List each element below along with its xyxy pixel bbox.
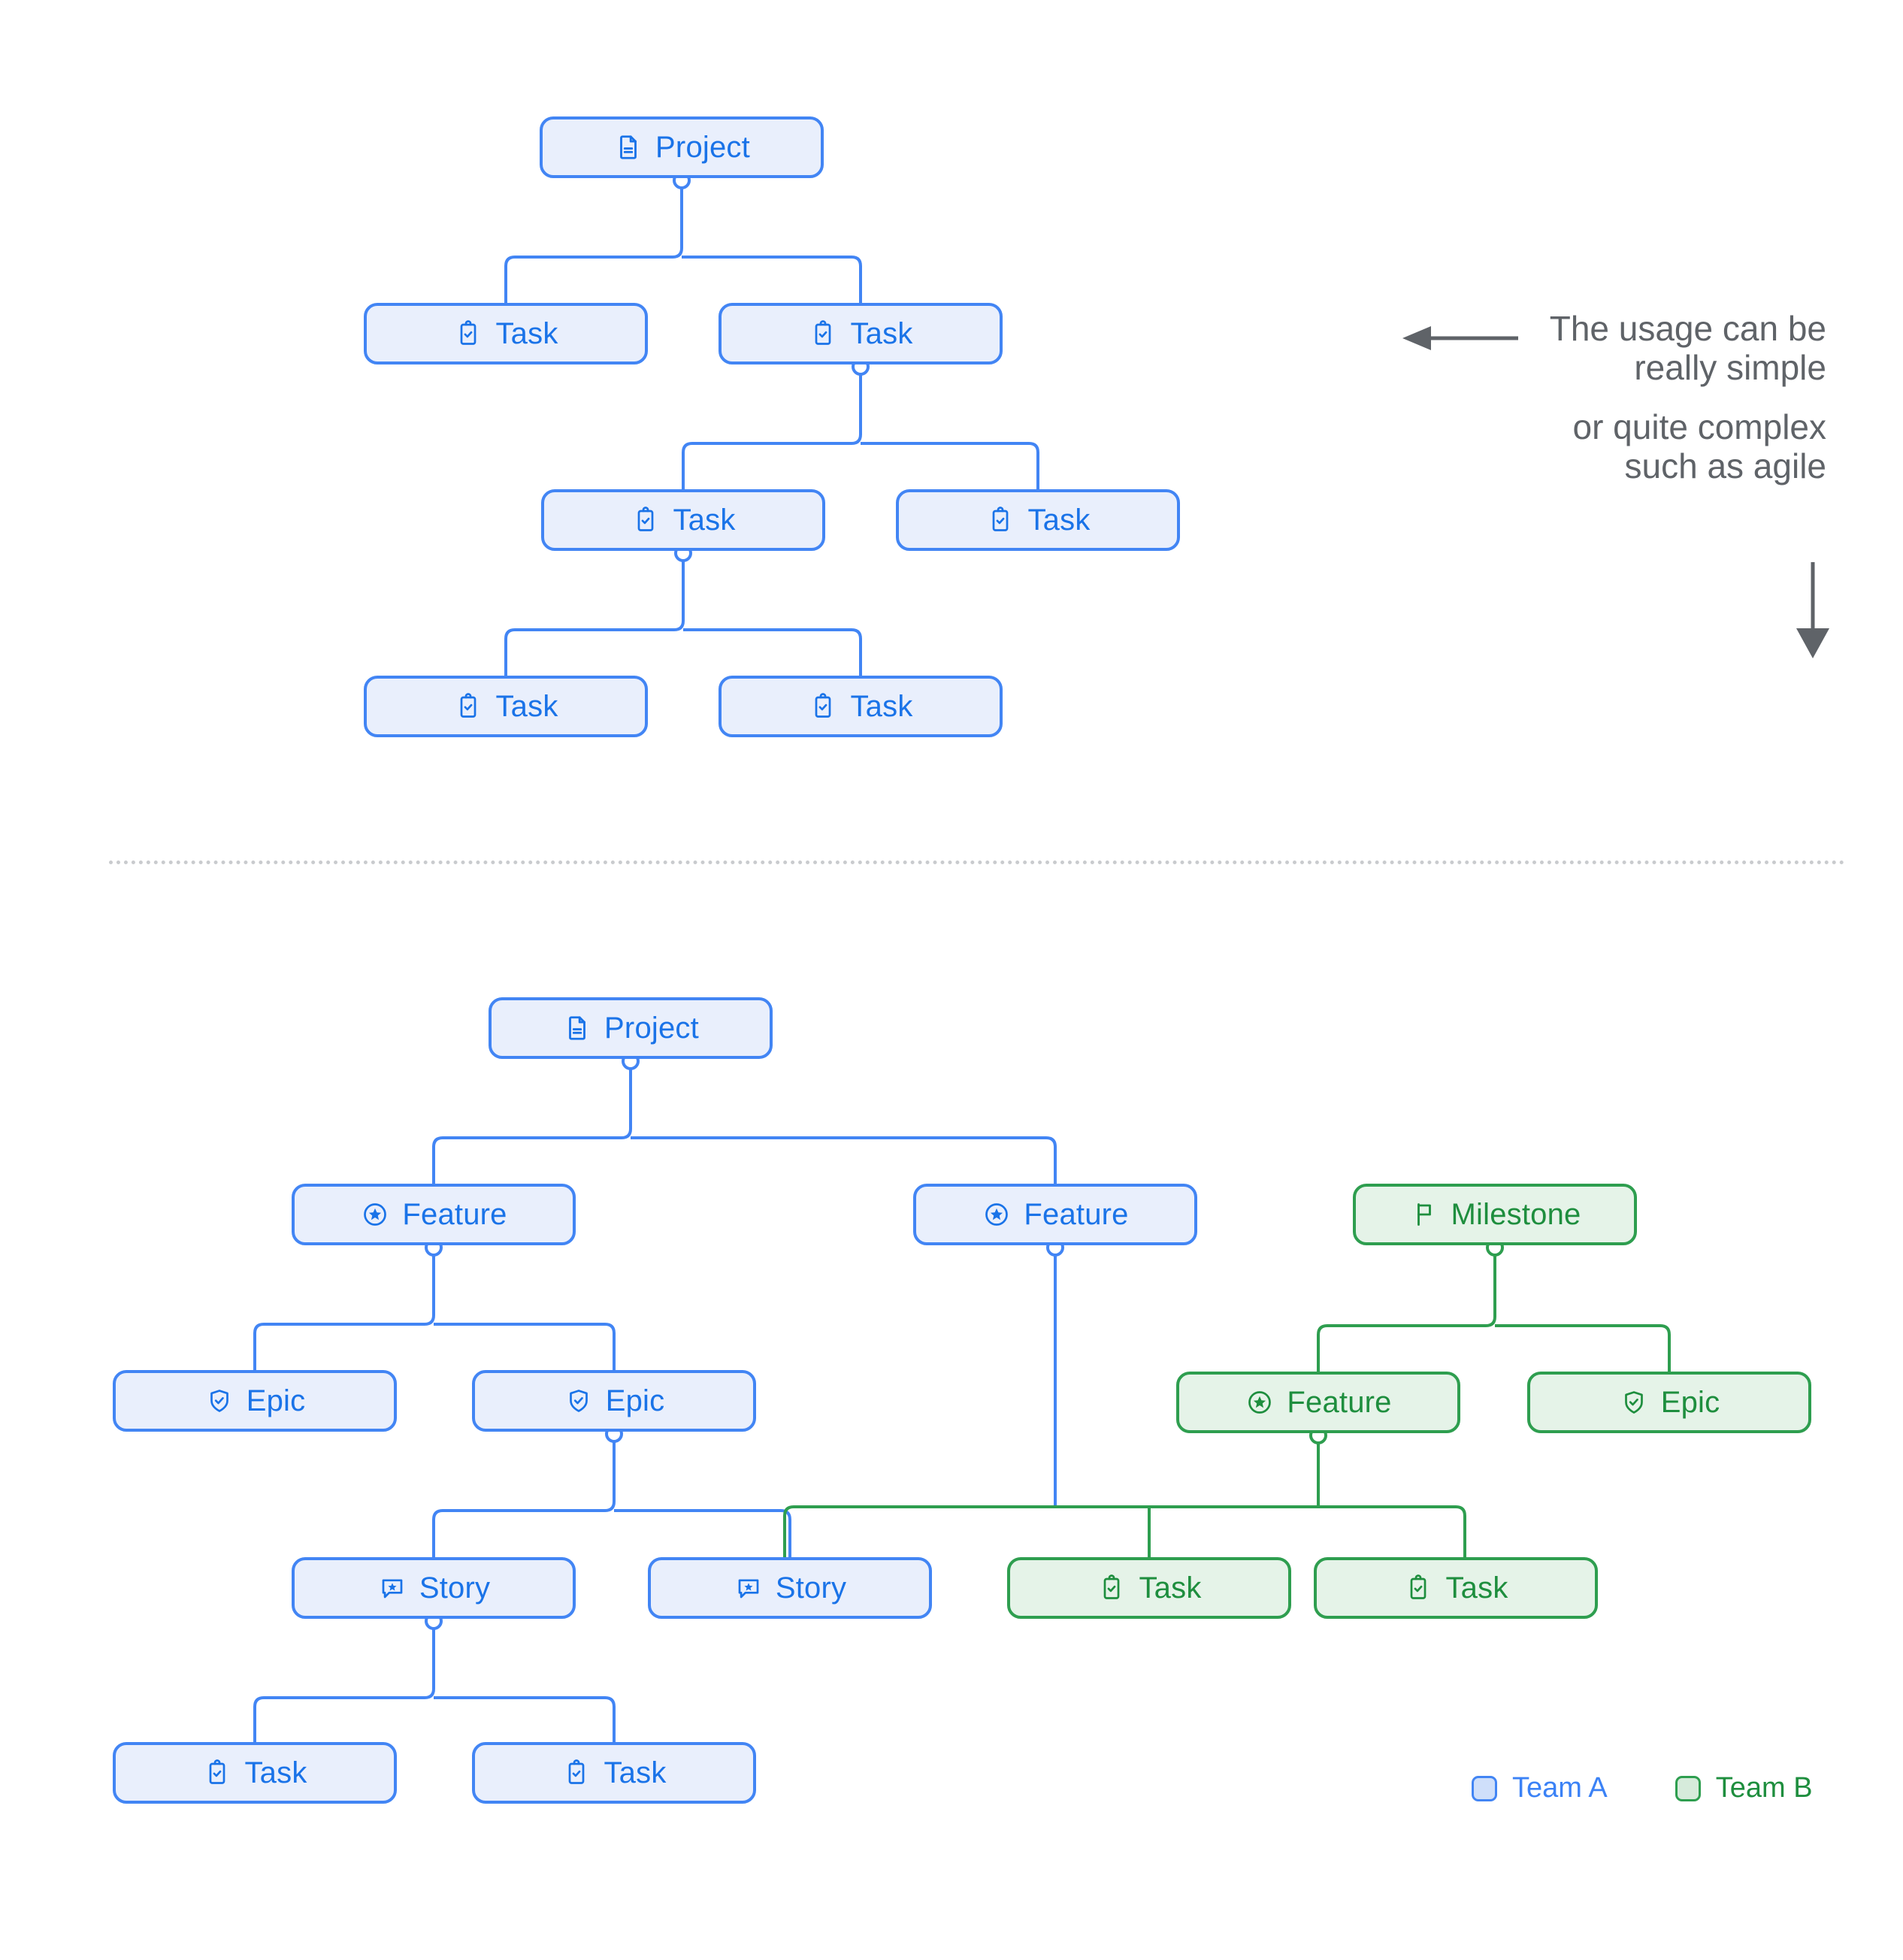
- clipboard-check-icon: [808, 319, 838, 349]
- node-task-green-1[interactable]: Task: [1007, 1557, 1291, 1619]
- node-feature-2[interactable]: Feature: [913, 1184, 1197, 1245]
- legend-label: Team A: [1512, 1772, 1608, 1804]
- node-story-2[interactable]: Story: [648, 1557, 932, 1619]
- shield-check-icon: [564, 1386, 594, 1416]
- section-divider: [109, 861, 1845, 864]
- node-task-bottom-2[interactable]: Task: [472, 1742, 756, 1804]
- node-label: Project: [604, 1012, 699, 1045]
- node-label: Task: [495, 317, 558, 350]
- node-label: Epic: [246, 1384, 306, 1417]
- node-label: Task: [244, 1756, 307, 1789]
- node-story-1[interactable]: Story: [292, 1557, 576, 1619]
- node-feature-1[interactable]: Feature: [292, 1184, 576, 1245]
- node-epic-2[interactable]: Epic: [472, 1370, 756, 1432]
- node-label: Task: [850, 690, 913, 723]
- star-circle-icon: [1245, 1387, 1275, 1417]
- legend-label: Team B: [1715, 1772, 1813, 1804]
- arrow-down-icon: [1796, 562, 1829, 658]
- node-label: Task: [1027, 504, 1091, 537]
- top-tree-edges: [504, 178, 1039, 676]
- clipboard-check-icon: [985, 505, 1015, 535]
- shield-check-icon: [1619, 1387, 1649, 1417]
- node-project-bottom[interactable]: Project: [489, 997, 773, 1059]
- node-task-top-2[interactable]: Task: [719, 303, 1003, 364]
- star-circle-icon: [982, 1199, 1012, 1230]
- node-task-bottom-1[interactable]: Task: [113, 1742, 397, 1804]
- shield-check-icon: [204, 1386, 234, 1416]
- node-project-top[interactable]: Project: [540, 116, 824, 178]
- node-label: Task: [495, 690, 558, 723]
- annotation-line-3: or quite complex: [1572, 407, 1827, 447]
- node-label: Project: [655, 131, 750, 164]
- node-label: Story: [419, 1571, 491, 1605]
- clipboard-check-icon: [631, 505, 661, 535]
- legend-item-team-a[interactable]: Team A: [1472, 1772, 1608, 1804]
- node-task-top-3[interactable]: Task: [541, 489, 825, 551]
- node-label: Feature: [1024, 1198, 1129, 1231]
- node-label: Epic: [605, 1384, 665, 1417]
- node-label: Task: [1139, 1571, 1202, 1605]
- node-epic-3[interactable]: Epic: [1527, 1372, 1811, 1433]
- node-task-top-1[interactable]: Task: [364, 303, 648, 364]
- annotation-text: The usage can be really simple or quite …: [1428, 309, 1827, 485]
- legend-item-team-b[interactable]: Team B: [1675, 1772, 1813, 1804]
- node-task-top-4[interactable]: Task: [896, 489, 1180, 551]
- clipboard-check-icon: [1403, 1573, 1433, 1603]
- legend: Team A Team B: [1472, 1772, 1813, 1804]
- node-task-top-6[interactable]: Task: [719, 676, 1003, 737]
- clipboard-check-icon: [808, 691, 838, 721]
- node-epic-1[interactable]: Epic: [113, 1370, 397, 1432]
- node-feature-3[interactable]: Feature: [1176, 1372, 1460, 1433]
- node-milestone[interactable]: Milestone: [1353, 1184, 1637, 1245]
- clipboard-check-icon: [453, 319, 483, 349]
- node-label: Task: [673, 504, 736, 537]
- clipboard-check-icon: [1097, 1573, 1127, 1603]
- clipboard-check-icon: [453, 691, 483, 721]
- node-label: Feature: [402, 1198, 507, 1231]
- node-label: Task: [850, 317, 913, 350]
- clipboard-check-icon: [561, 1758, 591, 1788]
- team-b-swatch: [1675, 1775, 1701, 1801]
- star-circle-icon: [360, 1199, 390, 1230]
- arrow-left-icon: [1402, 326, 1518, 350]
- annotation-line-2: really simple: [1634, 347, 1826, 387]
- flag-icon: [1409, 1199, 1439, 1230]
- annotation-line-1: The usage can be: [1549, 309, 1826, 348]
- document-icon: [562, 1013, 592, 1043]
- clipboard-check-icon: [202, 1758, 232, 1788]
- node-label: Milestone: [1451, 1198, 1581, 1231]
- node-label: Epic: [1660, 1386, 1720, 1419]
- chat-star-icon: [734, 1573, 764, 1603]
- bottom-tree-blue-ports: [425, 1052, 1064, 1630]
- annotation-line-4: such as agile: [1624, 446, 1827, 485]
- node-task-green-2[interactable]: Task: [1314, 1557, 1598, 1619]
- node-label: Task: [1445, 1571, 1508, 1605]
- node-label: Task: [604, 1756, 667, 1789]
- document-icon: [613, 132, 643, 162]
- node-label: Feature: [1287, 1386, 1392, 1419]
- chat-star-icon: [377, 1573, 407, 1603]
- node-label: Story: [775, 1571, 847, 1605]
- node-task-top-5[interactable]: Task: [364, 676, 648, 737]
- team-a-swatch: [1472, 1775, 1497, 1801]
